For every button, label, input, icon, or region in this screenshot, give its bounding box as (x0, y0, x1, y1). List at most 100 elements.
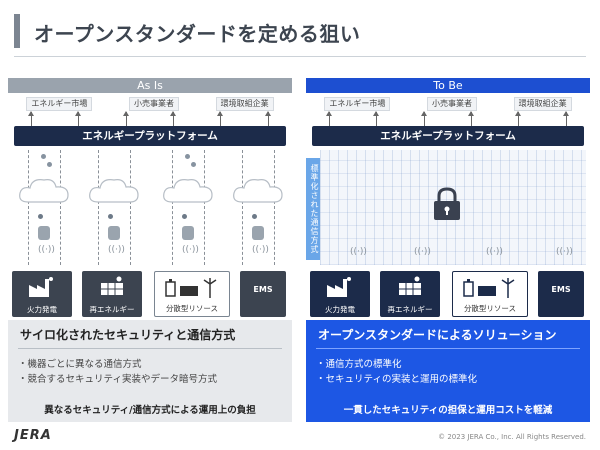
to-be-stakeholders: エネルギー市場 小売事業者 環境取組企業 (306, 97, 590, 111)
signal-icon: ((·)) (350, 247, 367, 257)
connection-line (274, 150, 275, 265)
to-be-circuit-area: 標準化された通信方式 ((·)) ((·)) ((·)) ((·)) (306, 150, 590, 265)
silo-column: ((·)) (228, 150, 288, 265)
connection-line (98, 150, 99, 265)
title-divider (14, 56, 586, 57)
stakeholder-label: エネルギー市場 (26, 97, 93, 111)
bullet-item: セキュリティの実装と運用の標準化 (326, 372, 590, 387)
data-dot-icon (185, 154, 190, 159)
signal-icon: ((·)) (182, 245, 199, 255)
signal-icon: ((·)) (556, 247, 573, 257)
lock-icon (434, 187, 460, 220)
to-be-summary-box: オープンスタンダードによるソリューション 通信方式の標準化 セキュリティの実装と… (306, 320, 590, 422)
device-ems: EMS (538, 271, 584, 317)
bullet-item: 通信方式の標準化 (326, 357, 590, 372)
arrow-up-icon (373, 111, 380, 126)
arrow-up-icon (75, 111, 82, 126)
device-label: 再エネルギー (89, 305, 135, 314)
arrow-up-icon (28, 111, 35, 126)
signal-icon: ((·)) (38, 245, 55, 255)
data-dot-icon (252, 214, 257, 219)
cloud-icon (233, 179, 283, 203)
device-thermal: 火力発電 (310, 271, 370, 317)
as-is-devices: 火力発電 再エネルギー 分散型リソース EMS (8, 271, 292, 319)
as-is-summary-box: サイロ化されたセキュリティと通信方式 機器ごとに異なる通信方式 競合するセキュリ… (8, 320, 292, 422)
device-label: 分散型リソース (463, 304, 517, 313)
device-thermal: 火力発電 (12, 271, 72, 317)
as-is-summary-title: サイロ化されたセキュリティと通信方式 (20, 328, 236, 342)
silo-column: ((·)) (84, 150, 144, 265)
as-is-up-arrows (8, 111, 292, 126)
as-is-panel: As Is エネルギー市場 小売事業者 環境取組企業 エネルギープラットフォーム… (8, 78, 292, 319)
device-renewable: 再エネルギー (82, 271, 142, 317)
device-distributed: 分散型リソース (452, 271, 528, 317)
copyright-text: © 2023 JERA Co., Inc. All Rights Reserve… (438, 433, 586, 441)
jera-logo: JERA (14, 428, 52, 443)
as-is-bullets: 機器ごとに異なる通信方式 競合するセキュリティ実装やデータ暗号方式 (8, 349, 292, 387)
divider (18, 348, 282, 349)
standardized-comm-label: 標準化された通信方式 (306, 158, 322, 260)
database-icon (38, 226, 50, 240)
stakeholder-label: 環境取組企業 (215, 97, 274, 111)
ems-label: EMS (253, 285, 273, 294)
connection-line (204, 150, 205, 265)
to-be-bullets: 通信方式の標準化 セキュリティの実装と運用の標準化 (306, 349, 590, 387)
silo-column: ((·)) (158, 150, 218, 265)
cloud-icon (19, 179, 69, 203)
stakeholder-label: 小売事業者 (426, 97, 477, 111)
device-label: 分散型リソース (165, 304, 219, 313)
device-label: 再エネルギー (387, 305, 433, 314)
bullet-item: 機器ごとに異なる通信方式 (28, 357, 292, 372)
device-renewable: 再エネルギー (380, 271, 440, 317)
connection-line (60, 150, 61, 265)
title-accent-bar (14, 14, 20, 48)
data-dot-icon (191, 162, 196, 167)
cloud-icon (89, 179, 139, 203)
data-dot-icon (182, 214, 187, 219)
as-is-conclusion: 異なるセキュリティ/通信方式による運用上の負担 (44, 405, 256, 416)
arrow-up-icon (122, 111, 129, 126)
connection-line (130, 150, 131, 265)
cloud-icon (163, 179, 213, 203)
device-ems: EMS (240, 271, 286, 317)
distributed-resources-icon (463, 278, 515, 298)
connection-line (28, 150, 29, 265)
to-be-summary-title: オープンスタンダードによるソリューション (318, 328, 557, 342)
solar-panel-icon (399, 276, 421, 295)
distributed-resources-icon (165, 278, 217, 298)
as-is-header: As Is (8, 78, 292, 93)
page-title: オープンスタンダードを定める狙い (34, 22, 361, 46)
as-is-silo-area: ((·)) ((·)) ((·)) ((·)) (8, 150, 292, 265)
factory-icon (327, 277, 351, 297)
stakeholder-label: 小売事業者 (128, 97, 179, 111)
data-dot-icon (108, 214, 113, 219)
stakeholder-label: 環境取組企業 (513, 97, 572, 111)
data-dot-icon (41, 154, 46, 159)
signal-icon: ((·)) (252, 245, 269, 255)
arrow-up-icon (562, 111, 569, 126)
database-icon (182, 226, 194, 240)
arrow-up-icon (264, 111, 271, 126)
arrow-up-icon (326, 111, 333, 126)
to-be-up-arrows (306, 111, 590, 126)
stakeholder-label: エネルギー市場 (324, 97, 391, 111)
arrow-up-icon (217, 111, 224, 126)
arrow-up-icon (515, 111, 522, 126)
signal-icon: ((·)) (108, 245, 125, 255)
arrow-up-icon (468, 111, 475, 126)
device-label: 火力発電 (27, 305, 57, 314)
database-icon (252, 226, 264, 240)
device-distributed: 分散型リソース (154, 271, 230, 317)
arrow-up-icon (170, 111, 177, 126)
device-label: 火力発電 (325, 305, 355, 314)
to-be-header: To Be (306, 78, 590, 93)
as-is-stakeholders: エネルギー市場 小売事業者 環境取組企業 (8, 97, 292, 111)
data-dot-icon (38, 214, 43, 219)
silo-column: ((·)) (14, 150, 74, 265)
to-be-conclusion: 一貫したセキュリティの担保と運用コストを軽減 (343, 405, 553, 416)
to-be-devices: 火力発電 再エネルギー 分散型リソース EMS (306, 271, 590, 319)
factory-icon (29, 277, 53, 297)
to-be-platform-bar: エネルギープラットフォーム (312, 126, 584, 146)
database-icon (108, 226, 120, 240)
as-is-platform-bar: エネルギープラットフォーム (14, 126, 286, 146)
